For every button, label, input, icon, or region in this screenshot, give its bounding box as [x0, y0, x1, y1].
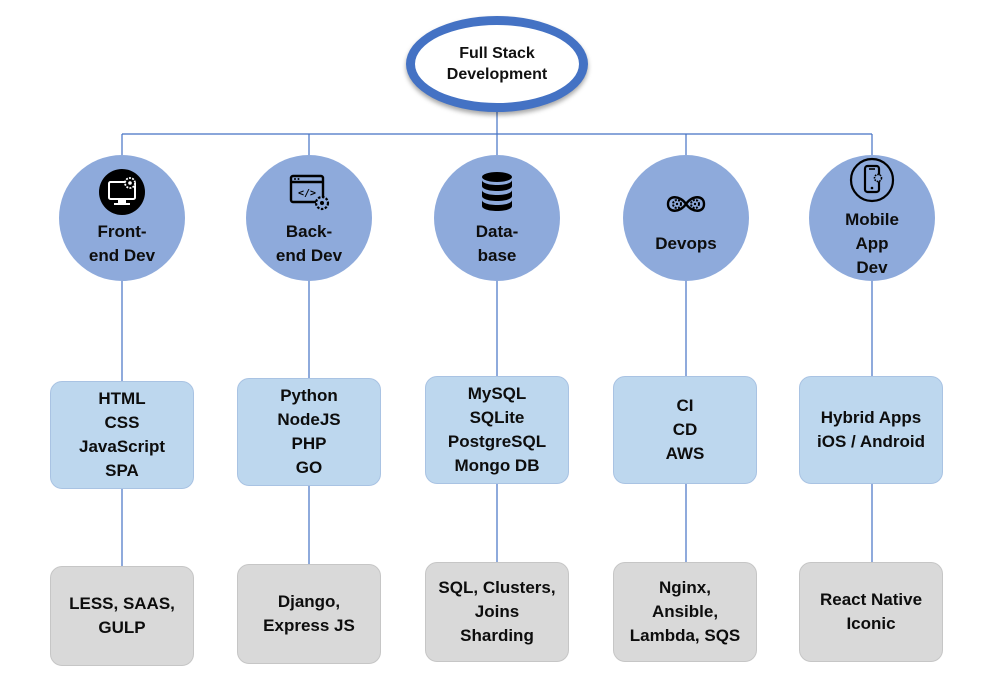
tools-text: Django, Express JS [263, 592, 355, 635]
technologies-box-backend: Python NodeJS PHP GO [237, 378, 381, 486]
technologies-text: Python NodeJS PHP GO [277, 386, 341, 477]
technologies-box-devops: CI CD AWS [613, 376, 757, 484]
technologies-text: CI CD AWS [665, 396, 705, 463]
technologies-text: HTML CSS JavaScript SPA [79, 389, 165, 480]
category-database: Data- base [434, 155, 560, 281]
category-label: Back- end Dev [275, 222, 343, 265]
root-node: Full Stack Development [406, 16, 588, 112]
technologies-box-frontend: HTML CSS JavaScript SPA [50, 381, 194, 489]
category-label: Data- base [475, 222, 519, 265]
database-icon [482, 172, 512, 211]
technologies-text: MySQL SQLite PostgreSQL Mongo DB [447, 384, 547, 475]
tools-box-database: SQL, Clusters, Joins Sharding [425, 562, 569, 662]
monitor-gear-icon [99, 169, 145, 215]
technologies-text: Hybrid Apps iOS / Android [817, 408, 925, 451]
tools-box-devops: Nginx, Ansible, Lambda, SQS [613, 562, 757, 662]
tools-text: Nginx, Ansible, Lambda, SQS [629, 578, 741, 645]
tools-text: LESS, SAAS, GULP [69, 594, 175, 637]
tools-box-mobile: React Native Iconic [799, 562, 943, 662]
code-window-icon: </> [289, 174, 330, 211]
category-backend: </> Back- end Dev [246, 155, 372, 281]
category-label: Devops [655, 234, 717, 253]
tools-text: SQL, Clusters, Joins Sharding [438, 578, 556, 645]
technologies-box-database: MySQL SQLite PostgreSQL Mongo DB [425, 376, 569, 484]
tools-box-backend: Django, Express JS [237, 564, 381, 664]
mobile-phone-icon [849, 157, 895, 203]
category-mobile: Mobile App Dev [809, 155, 935, 281]
category-frontend: Front- end Dev [59, 155, 185, 281]
root-title: Full Stack Development [446, 45, 548, 83]
tools-text: React Native Iconic [819, 590, 923, 633]
infinity-gears-icon [666, 196, 706, 212]
technologies-box-mobile: Hybrid Apps iOS / Android [799, 376, 943, 484]
tools-box-frontend: LESS, SAAS, GULP [50, 566, 194, 666]
svg-text:</>: </> [298, 188, 316, 199]
category-label: Front- end Dev [88, 222, 156, 265]
category-label: Mobile App Dev [845, 210, 899, 277]
category-devops: Devops [623, 155, 749, 281]
